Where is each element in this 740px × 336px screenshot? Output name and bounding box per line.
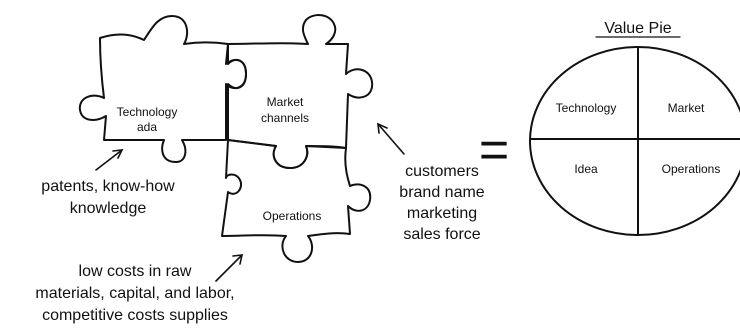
market-piece-label-line2: channels (261, 111, 309, 125)
operations-note-arrow (215, 254, 244, 282)
technology-piece-label-line1: Technology (117, 105, 178, 119)
operations-piece-label: Operations (263, 209, 322, 223)
operations-puzzle-piece (221, 139, 372, 263)
market-note-arrow (377, 122, 405, 155)
market-puzzle-piece (227, 14, 374, 169)
market-note-line1: customers (405, 163, 479, 180)
pie-quadrant-idea: Idea (574, 162, 598, 176)
technology-note-arrow (95, 149, 124, 171)
pie-quadrant-technology: Technology (556, 101, 617, 115)
technology-piece-label-line2: ada (137, 120, 157, 134)
operations-note-line1: low costs in raw (79, 263, 192, 280)
market-piece-label-line1: Market (267, 95, 304, 109)
market-note-line4: sales force (403, 226, 480, 243)
market-note-line2: brand name (399, 184, 484, 201)
technology-puzzle-piece (78, 15, 247, 163)
pie-quadrant-operations: Operations (662, 162, 721, 176)
operations-note-line2: materials, capital, and labor, (35, 285, 234, 302)
pie-quadrant-market: Market (668, 101, 705, 115)
equals-sign: = (479, 121, 509, 179)
market-note-line3: marketing (407, 205, 477, 222)
value-pie-ellipse (529, 46, 740, 236)
technology-note-line2: knowledge (70, 200, 147, 217)
technology-note-line1: patents, know-how (41, 178, 175, 195)
operations-note-line3: competitive costs supplies (42, 307, 228, 324)
value-pie-title: Value Pie (604, 20, 671, 37)
